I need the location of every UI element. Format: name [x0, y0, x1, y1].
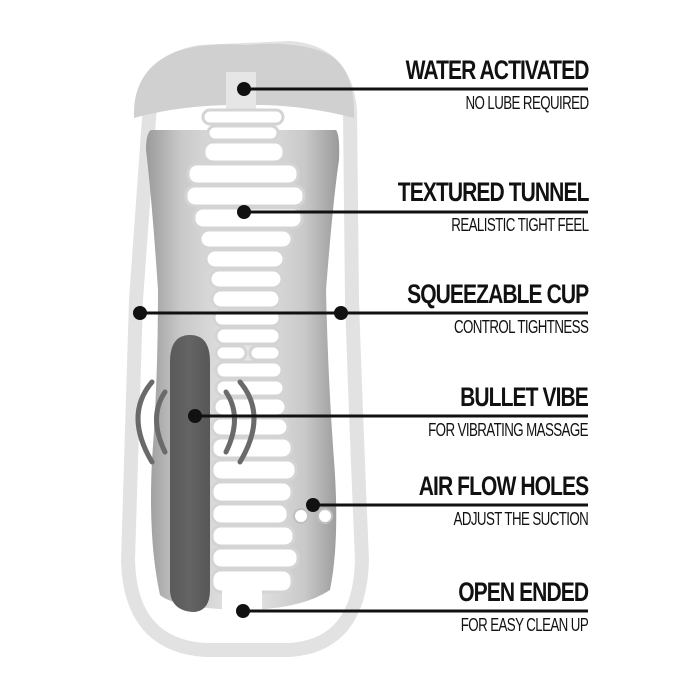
air-flow-holes	[293, 508, 333, 524]
callout-dot-icon	[306, 498, 320, 512]
callout-dot-icon	[188, 409, 202, 423]
bullet-vibe	[170, 335, 210, 612]
callout-dot-icon	[133, 306, 147, 320]
feature-subtitle: FOR EASY CLEAN UP	[460, 615, 589, 635]
callout-dot-icon	[237, 82, 251, 96]
feature-title: SQUEEZABLE CUP	[406, 279, 589, 309]
feature-title: WATER ACTIVATED	[405, 55, 589, 85]
feature-open-ended: OPEN ENDED FOR EASY CLEAN UP	[416, 577, 589, 635]
feature-squeezable-cup: SQUEEZABLE CUP CONTROL TIGHTNESS	[356, 279, 589, 337]
callout-dot-icon	[237, 205, 251, 219]
feature-subtitle: REALISTIC TIGHT FEEL	[450, 215, 589, 235]
feature-title: OPEN ENDED	[458, 577, 589, 607]
callout-dot-icon	[334, 306, 348, 320]
feature-air-flow-holes: AIR FLOW HOLES ADJUST THE SUCTION	[371, 471, 589, 529]
feature-bullet-vibe: BULLET VIBE FOR VIBRATING MASSAGE	[372, 382, 589, 440]
feature-textured-tunnel: TEXTURED TUNNEL REALISTIC TIGHT FEEL	[344, 177, 589, 235]
feature-title: BULLET VIBE	[460, 382, 589, 412]
feature-subtitle: ADJUST THE SUCTION	[453, 509, 588, 529]
feature-water-activated: WATER ACTIVATED NO LUBE REQUIRED	[354, 55, 589, 113]
end-cap	[133, 43, 355, 118]
feature-subtitle: CONTROL TIGHTNESS	[453, 317, 589, 337]
feature-title: AIR FLOW HOLES	[418, 471, 589, 501]
callout-dot-icon	[236, 604, 250, 618]
feature-subtitle: FOR VIBRATING MASSAGE	[428, 420, 588, 440]
feature-title: TEXTURED TUNNEL	[397, 177, 589, 207]
feature-subtitle: NO LUBE REQUIRED	[464, 93, 589, 113]
callouts	[133, 82, 588, 618]
vibration-waves-icon	[135, 379, 257, 465]
